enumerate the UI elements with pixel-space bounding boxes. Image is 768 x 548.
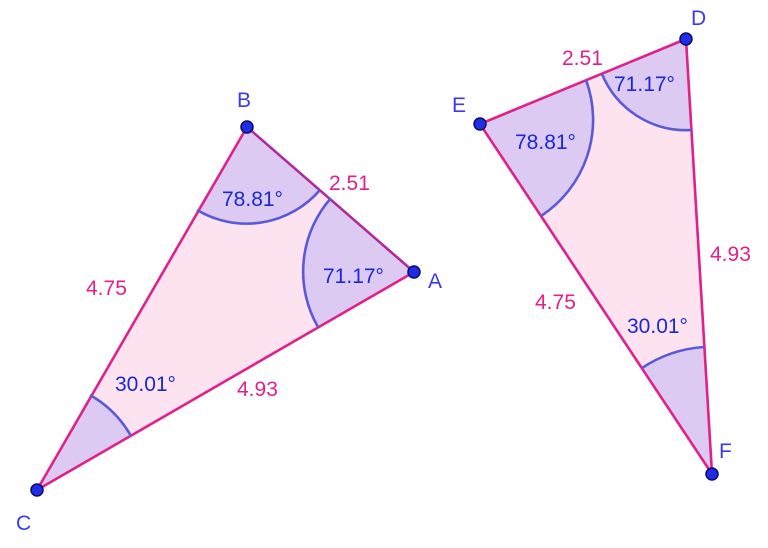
vertex-a-point[interactable] bbox=[407, 265, 421, 279]
side-ef-length: 4.75 bbox=[535, 291, 576, 314]
vertex-b-label: B bbox=[237, 89, 251, 112]
side-df-length: 4.93 bbox=[710, 243, 751, 266]
angle-f-value: 30.01° bbox=[627, 315, 688, 338]
side-ab-length: 2.51 bbox=[329, 172, 370, 195]
angle-f-sector bbox=[642, 347, 712, 474]
side-ef bbox=[478, 123, 714, 475]
angle-b-value: 78.81° bbox=[222, 188, 283, 211]
angle-f-arc bbox=[641, 345, 705, 370]
angle-e-sector bbox=[480, 80, 594, 216]
vertex-d-point[interactable] bbox=[679, 32, 693, 46]
angle-d-arc bbox=[600, 73, 693, 132]
vertex-c-point[interactable] bbox=[30, 483, 44, 497]
vertex-e-point[interactable] bbox=[473, 117, 487, 131]
angle-c-arc bbox=[89, 393, 133, 437]
angle-e-value: 78.81° bbox=[515, 131, 576, 154]
side-de bbox=[479, 37, 687, 126]
angle-a-arc bbox=[301, 197, 332, 328]
vertex-f-point[interactable] bbox=[705, 467, 719, 481]
side-bc bbox=[35, 126, 249, 491]
vertex-d-label: D bbox=[691, 7, 706, 30]
angle-c-sector bbox=[37, 395, 131, 490]
side-ca-length: 4.93 bbox=[237, 378, 278, 401]
angle-d-sector bbox=[602, 39, 692, 131]
angle-b-sector bbox=[197, 127, 320, 224]
triangle-def: D E F 2.51 4.75 4.93 78.81° 71.17° 30.01… bbox=[452, 7, 751, 481]
side-df bbox=[684, 38, 714, 475]
angle-d-value: 71.17° bbox=[614, 73, 675, 96]
side-ca bbox=[36, 270, 415, 492]
vertex-e-label: E bbox=[452, 94, 466, 117]
angle-e-arc bbox=[540, 79, 595, 218]
angle-a-sector bbox=[303, 198, 414, 327]
vertex-c-label: C bbox=[16, 512, 31, 535]
angle-a-value: 71.17° bbox=[323, 265, 384, 288]
triangle-abc: B A C 2.51 4.75 4.93 78.81° 71.17° 30.01… bbox=[16, 89, 442, 535]
side-bc-length: 4.75 bbox=[86, 277, 127, 300]
vertex-f-label: F bbox=[719, 440, 732, 463]
angle-b-arc bbox=[196, 189, 321, 225]
vertex-a-label: A bbox=[428, 270, 442, 293]
vertex-b-point[interactable] bbox=[240, 120, 254, 134]
angle-c-value: 30.01° bbox=[115, 373, 176, 396]
side-de-length: 2.51 bbox=[562, 47, 603, 70]
